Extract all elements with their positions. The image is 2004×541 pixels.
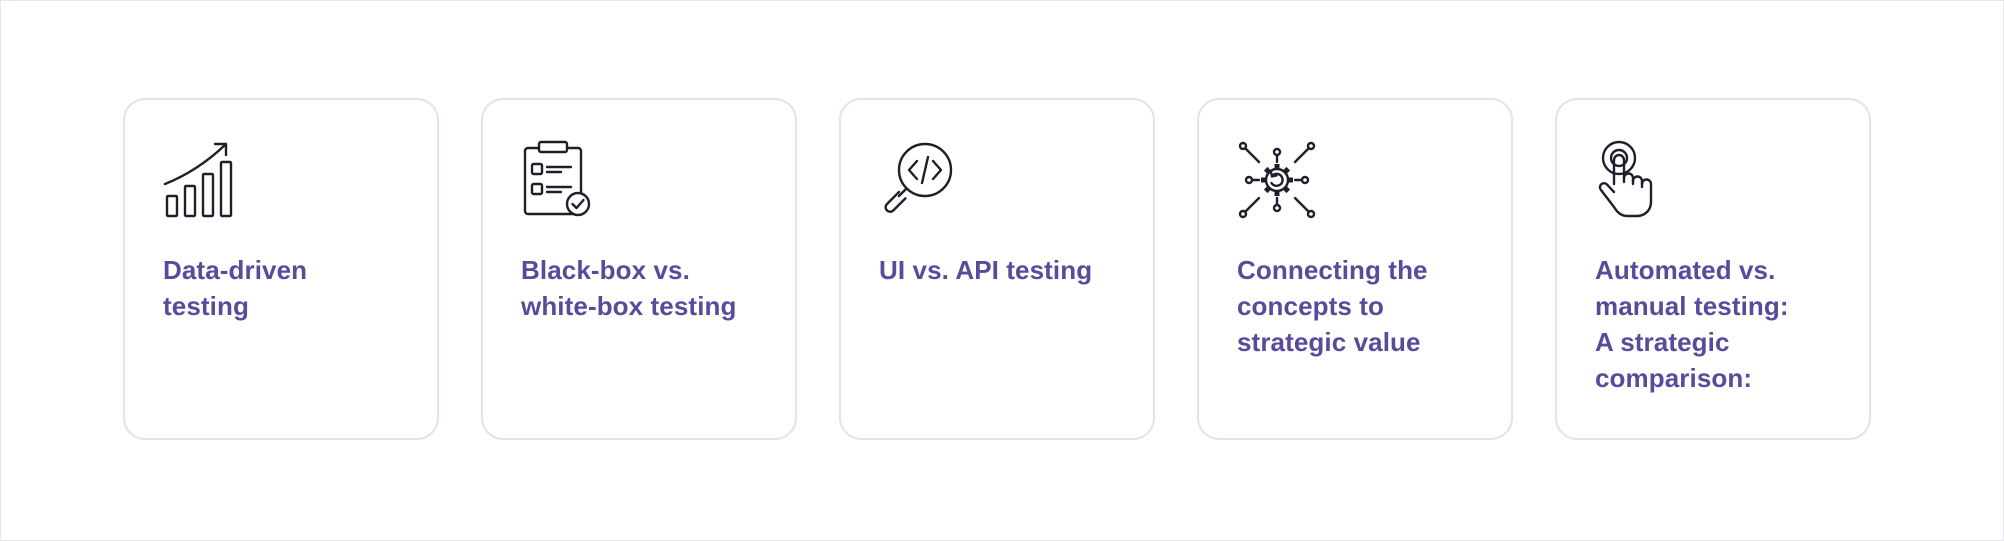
card-title: Automated vs. manual testing: A strategi…: [1595, 252, 1831, 396]
card-automated-vs-manual[interactable]: Automated vs. manual testing: A strategi…: [1555, 98, 1871, 440]
card-title-line: Data-driven: [163, 255, 308, 285]
card-title-line: Black-box vs.: [521, 255, 690, 285]
clipboard-checklist-icon: [521, 140, 601, 220]
card-title-line: UI vs. API testing: [879, 255, 1093, 285]
bar-chart-growth-icon: [163, 140, 243, 220]
card-title: Black-box vs. white-box testing: [521, 252, 757, 324]
card-title-line: concepts to: [1237, 291, 1385, 321]
card-title: Connecting the concepts to strategic val…: [1237, 252, 1473, 360]
card-title: UI vs. API testing: [879, 252, 1115, 288]
card-title-line: testing: [163, 291, 249, 321]
card-title: Data-driven testing: [163, 252, 399, 324]
card-ui-vs-api-testing[interactable]: UI vs. API testing: [839, 98, 1155, 440]
card-title-line: Automated vs.: [1595, 255, 1776, 285]
card-title-line: strategic value: [1237, 327, 1421, 357]
card-title-line: manual testing:: [1595, 291, 1789, 321]
card-title-line: comparison:: [1595, 363, 1753, 393]
card-title-line: A strategic: [1595, 327, 1730, 357]
hand-pointer-tap-icon: [1595, 140, 1675, 220]
card-black-box-vs-white-box[interactable]: Black-box vs. white-box testing: [481, 98, 797, 440]
card-data-driven-testing[interactable]: Data-driven testing: [123, 98, 439, 440]
card-connecting-concepts[interactable]: Connecting the concepts to strategic val…: [1197, 98, 1513, 440]
topic-cards: Data-driven testing Black-box vs. white-…: [123, 98, 1871, 440]
card-title-line: Connecting the: [1237, 255, 1428, 285]
code-magnifier-icon: [879, 140, 959, 220]
gear-network-icon: [1237, 140, 1317, 220]
card-title-line: white-box testing: [521, 291, 737, 321]
